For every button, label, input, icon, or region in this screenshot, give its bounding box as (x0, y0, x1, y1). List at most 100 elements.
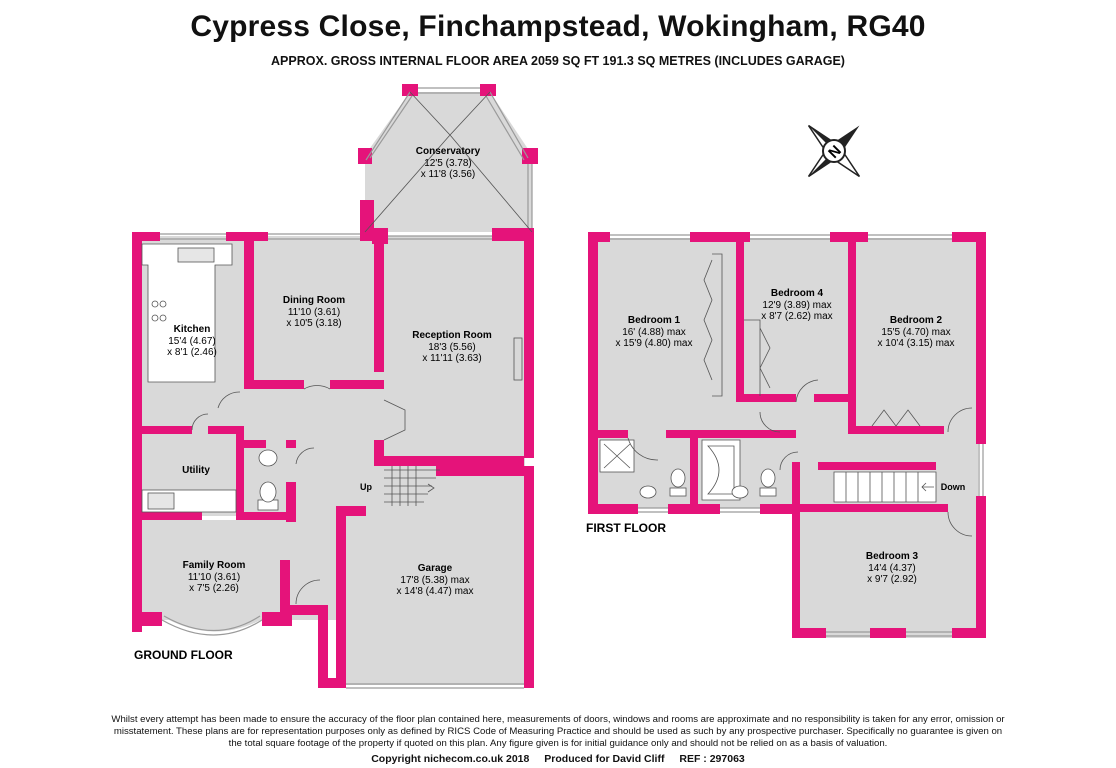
first-floor-walls (588, 232, 986, 638)
stairs-down-label: Down (941, 482, 966, 492)
ground-floor-labels: Conservatory 12'5 (3.78) x 11'8 (3.56) K… (167, 146, 492, 597)
floor-area-subtitle: APPROX. GROSS INTERNAL FLOOR AREA 2059 S… (271, 54, 845, 68)
bedroom4-dim2: x 8'7 (2.62) max (761, 311, 832, 322)
wall (132, 426, 192, 434)
kitchen-name: Kitchen (174, 324, 211, 335)
garage-dim1: 17'8 (5.38) max (400, 575, 469, 586)
bedroom3-dim1: 14'4 (4.37) (868, 563, 916, 574)
wall (330, 380, 384, 389)
garage-name: Garage (418, 563, 453, 574)
family-bay-floor (160, 615, 270, 632)
reference-text: REF : 297063 (679, 753, 745, 765)
wall (336, 506, 366, 516)
wall (336, 506, 346, 688)
wall (588, 232, 610, 242)
ground-floor-label: GROUND FLOOR (134, 648, 233, 662)
wall (524, 466, 534, 688)
wall (848, 426, 944, 434)
wall (818, 462, 936, 470)
wall (792, 628, 826, 638)
family-room-floor (140, 520, 290, 620)
ground-floor-fittings (141, 91, 533, 605)
wall (286, 440, 296, 448)
wall (976, 496, 986, 638)
wall (492, 228, 534, 241)
kitchen-dim2: x 8'1 (2.46) (167, 347, 217, 358)
first-floor-label: FIRST FLOOR (586, 521, 666, 535)
conservatory-dim1: 12'5 (3.78) (424, 158, 472, 169)
bedroom3-floor (800, 508, 978, 638)
wall (280, 560, 290, 620)
wall (792, 462, 800, 506)
wall (814, 394, 854, 402)
wall (760, 504, 800, 514)
wall (976, 232, 986, 444)
wall (244, 440, 266, 448)
wall (668, 504, 720, 514)
wall (236, 426, 244, 516)
wall (290, 605, 326, 615)
bedroom3-dim2: x 9'7 (2.92) (867, 574, 917, 585)
wall (666, 430, 796, 438)
bedroom2-dim1: 15'5 (4.70) max (881, 327, 950, 338)
wall (318, 678, 346, 688)
first-floor-windows (610, 234, 984, 637)
wall (736, 394, 796, 402)
wall (598, 430, 628, 438)
bedroom1-name: Bedroom 1 (628, 315, 681, 326)
wall (522, 148, 538, 164)
kitchen-dim1: 15'4 (4.67) (168, 336, 216, 347)
utility-name: Utility (182, 465, 210, 476)
disclaimer-text: Whilst every attempt has been made to en… (111, 714, 1005, 749)
conservatory-floor (365, 92, 532, 232)
wall (132, 232, 160, 241)
dining-room-dim1: 11'10 (3.61) (288, 307, 340, 318)
wall (524, 228, 534, 458)
first-floor-labels: Bedroom 1 16' (4.88) max x 15'9 (4.80) m… (616, 288, 966, 585)
compass-icon (807, 124, 861, 178)
conservatory-dim2: x 11'8 (3.56) (421, 169, 476, 180)
bedroom4-name: Bedroom 4 (771, 288, 824, 299)
hall-floor (290, 470, 345, 620)
wall (318, 605, 328, 688)
copyright-text: Copyright nichecom.co.uk 2018 (371, 753, 530, 765)
bedroom2-dim2: x 10'4 (3.15) max (878, 338, 955, 349)
produced-for-text: Produced for David Cliff (544, 753, 665, 765)
wall (800, 504, 948, 512)
wall (244, 232, 254, 382)
reception-room-dim2: x 11'11 (3.63) (422, 353, 481, 364)
wall (848, 232, 856, 432)
wall (372, 232, 388, 244)
bedroom2-name: Bedroom 2 (890, 315, 943, 326)
wall (374, 456, 524, 466)
wall (236, 512, 296, 520)
wall (132, 612, 162, 626)
wall (402, 84, 418, 96)
ground-floor-fills (140, 92, 532, 685)
bedroom3-name: Bedroom 3 (866, 551, 919, 562)
reception-room-dim1: 18'3 (5.56) (428, 342, 476, 353)
reception-room-name: Reception Room (412, 330, 492, 341)
family-room-dim2: x 7'5 (2.26) (189, 583, 239, 594)
wall (262, 612, 292, 626)
wall (952, 628, 986, 638)
wall (286, 482, 296, 522)
wall (952, 232, 986, 242)
wall (690, 430, 698, 514)
wall (360, 200, 374, 232)
dining-room-name: Dining Room (283, 295, 345, 306)
wall (588, 504, 638, 514)
first-floor-fittings (599, 253, 973, 537)
wall (374, 440, 384, 466)
ground-floor-walls (132, 84, 538, 688)
wall (690, 232, 750, 242)
wall (132, 512, 202, 520)
wall (244, 380, 304, 389)
bedroom4-dim1: 12'9 (3.89) max (762, 300, 831, 311)
wall (870, 628, 906, 638)
stairs-up-label: Up (360, 482, 372, 492)
conservatory-name: Conservatory (416, 146, 481, 157)
page-title: Cypress Close, Finchampstead, Wokingham,… (190, 10, 926, 43)
wall (208, 426, 244, 434)
